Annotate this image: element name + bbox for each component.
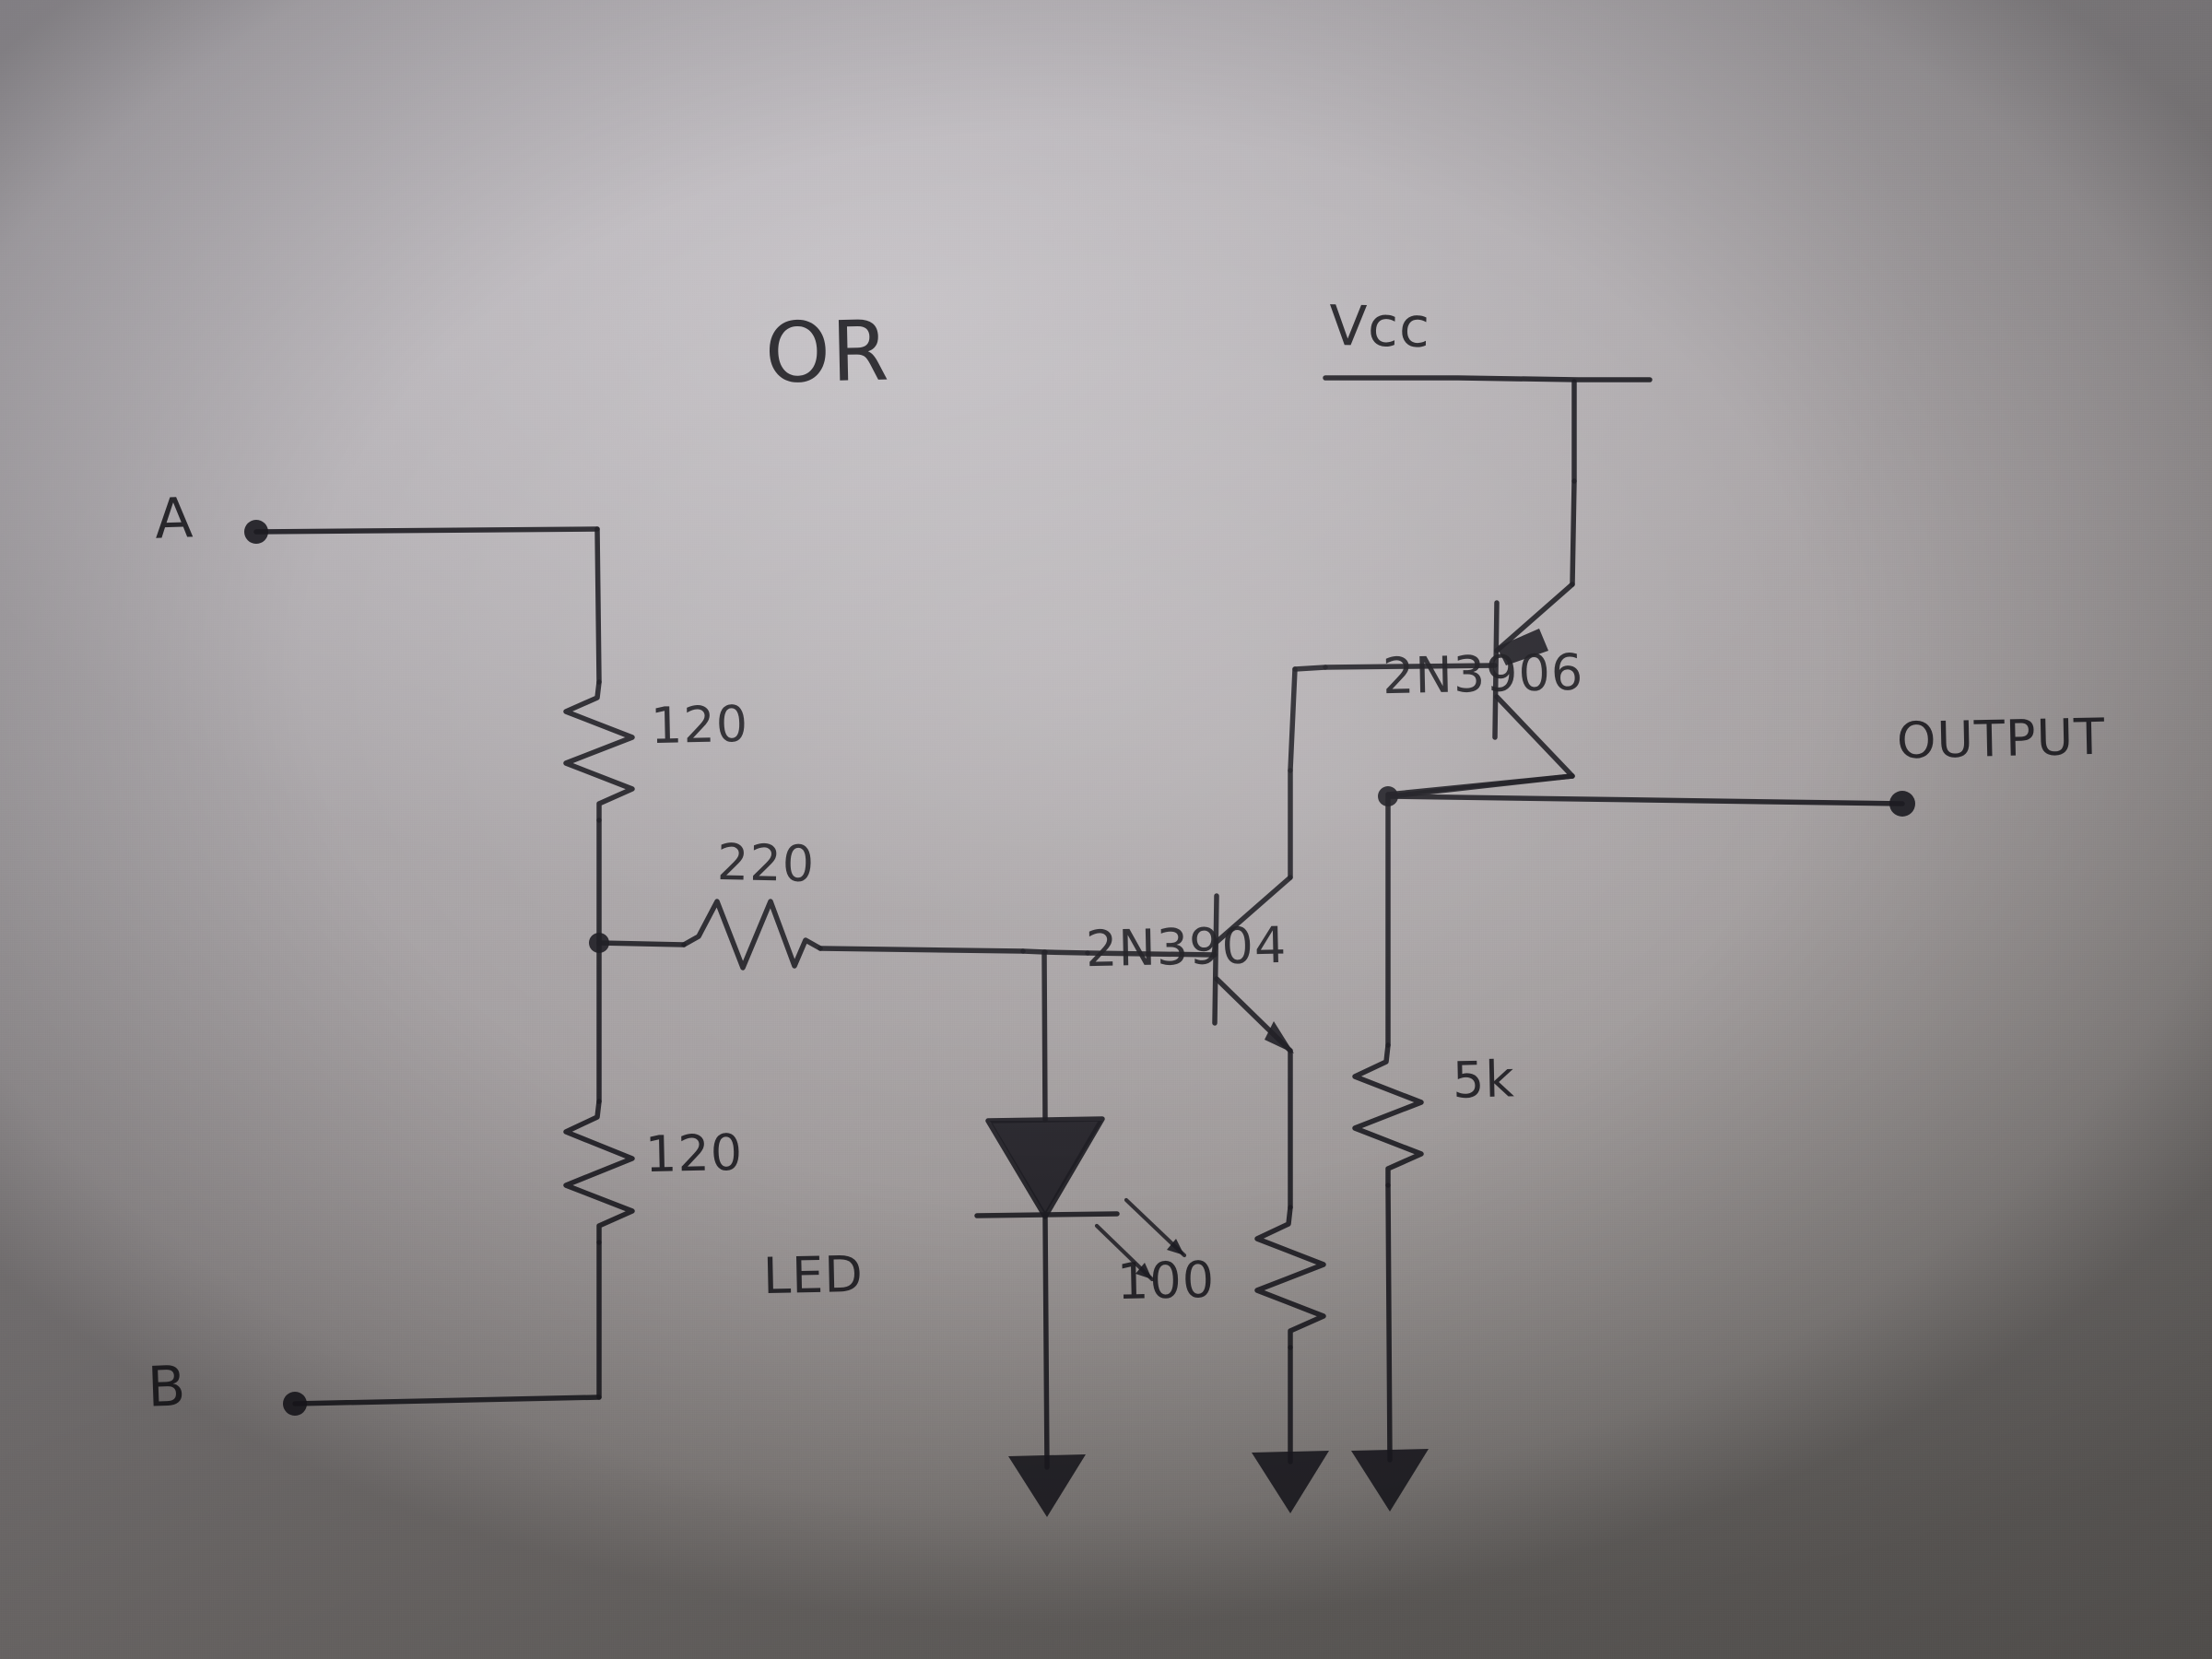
wire-pnp-emitter-up bbox=[1572, 481, 1574, 584]
label-input-a: A bbox=[153, 486, 195, 552]
collector-bus-corner bbox=[1295, 667, 1325, 669]
label-resistor-load-value: 5k bbox=[1452, 1050, 1516, 1110]
label-vcc: Vcc bbox=[1328, 293, 1431, 361]
pnp-emitter-arrow bbox=[1497, 629, 1548, 665]
wire-a-down bbox=[597, 529, 599, 682]
label-resistor-b-value: 120 bbox=[644, 1123, 744, 1184]
wire-collector-to-outnode bbox=[1390, 776, 1572, 796]
pnp-emitter-lead bbox=[1497, 584, 1572, 651]
wire-basebus-right bbox=[1045, 952, 1088, 953]
terminal-output-dot[interactable] bbox=[1889, 791, 1915, 817]
label-transistor-npn-part: 2N3904 bbox=[1085, 915, 1288, 979]
terminal-b-dot[interactable] bbox=[283, 1392, 307, 1416]
wire-r220-to-basebus bbox=[820, 948, 1023, 951]
resistor-base-symbol bbox=[684, 901, 820, 968]
wire-node-to-r220 bbox=[599, 943, 684, 945]
vcc-rail-bar bbox=[1325, 378, 1650, 380]
resistor-a-symbol bbox=[566, 682, 632, 820]
npn-collector-lead bbox=[1217, 877, 1290, 942]
label-resistor-emitter-value: 100 bbox=[1116, 1250, 1216, 1312]
wire-basebus-mid bbox=[1023, 951, 1045, 952]
wire-output bbox=[1388, 796, 1902, 804]
label-transistor-pnp-part: 2N3906 bbox=[1382, 642, 1584, 706]
resistor-b-symbol bbox=[566, 1101, 632, 1242]
label-resistor-a-value: 120 bbox=[650, 694, 749, 756]
label-output: OUTPUT bbox=[1896, 707, 2106, 771]
resistor-load-symbol bbox=[1355, 1045, 1421, 1185]
wire-collector-to-pnp-base bbox=[1325, 665, 1495, 667]
led-triangle-fill bbox=[990, 1121, 1102, 1215]
led-arrow-1-head bbox=[1135, 1263, 1152, 1279]
label-input-b: B bbox=[146, 1354, 188, 1420]
led-cathode-bar bbox=[977, 1214, 1117, 1216]
wire-a-horizontal bbox=[256, 529, 597, 532]
npn-emitter-arrow bbox=[1265, 1021, 1294, 1053]
led-arrow-2-head bbox=[1167, 1239, 1184, 1255]
wire-r5k-to-gnd bbox=[1388, 1185, 1390, 1460]
ground-symbol-emitter bbox=[1252, 1451, 1329, 1513]
resistor-emitter-symbol bbox=[1257, 1207, 1324, 1347]
wire-b-horizontal bbox=[295, 1397, 599, 1404]
wire-led-anode bbox=[1044, 952, 1045, 1120]
led-triangle bbox=[988, 1119, 1102, 1217]
label-led: LED bbox=[762, 1244, 865, 1306]
pnp-base-bar bbox=[1495, 603, 1497, 737]
pnp-collector-lead bbox=[1497, 697, 1572, 776]
wire-to-npn-base bbox=[1088, 953, 1215, 955]
page-title: OR bbox=[763, 302, 891, 403]
npn-base-bar bbox=[1215, 896, 1217, 1023]
ground-symbol-led bbox=[1008, 1454, 1086, 1517]
npn-collector-rise bbox=[1290, 669, 1295, 771]
ground-symbol-load bbox=[1351, 1449, 1429, 1512]
label-resistor-base-value: 220 bbox=[716, 832, 816, 894]
wire-led-to-gnd bbox=[1045, 1217, 1047, 1467]
